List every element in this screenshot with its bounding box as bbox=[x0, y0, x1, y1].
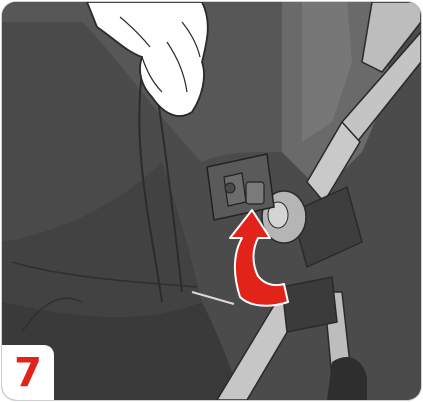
lower-joint bbox=[282, 277, 337, 332]
step-badge: 7 bbox=[2, 345, 54, 400]
step-number: 7 bbox=[14, 353, 42, 393]
